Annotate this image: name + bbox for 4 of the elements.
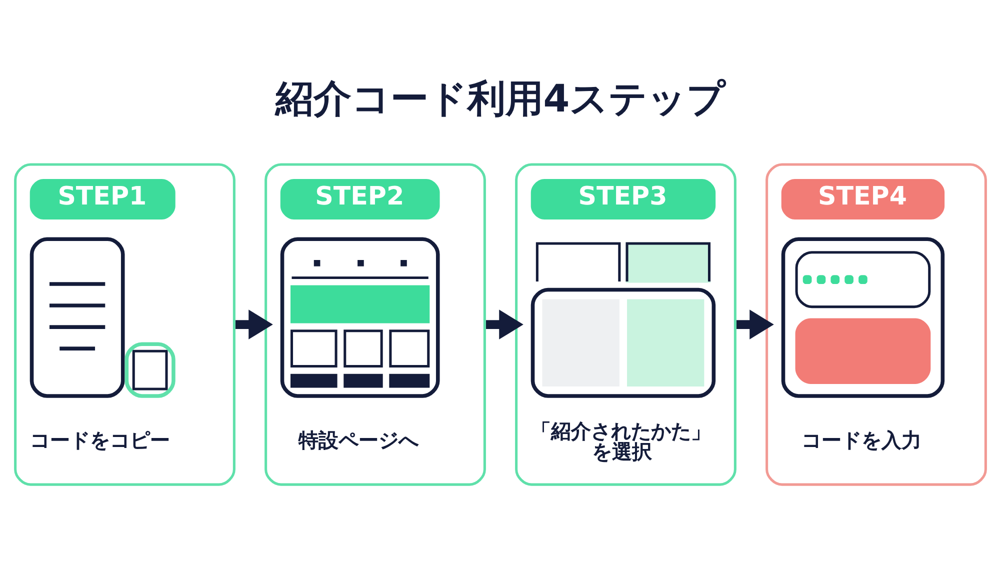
arrow <box>235 310 272 340</box>
arrow <box>486 310 523 340</box>
diagram-title: 紹介コード利用4ステップ <box>274 76 726 120</box>
arrow <box>736 310 774 340</box>
